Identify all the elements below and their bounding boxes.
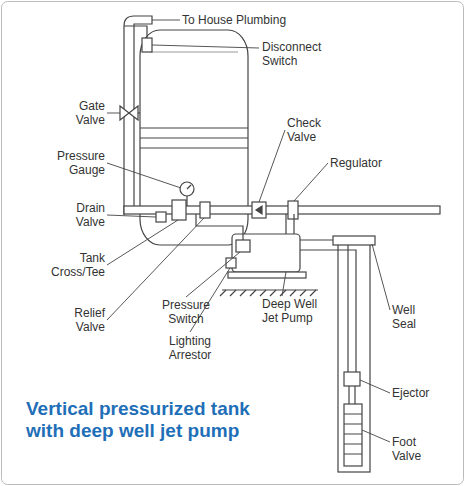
well-casing (338, 240, 370, 472)
leader-line (107, 113, 120, 114)
part-label: Regulator (330, 156, 400, 170)
switch-tube (196, 214, 243, 240)
well-seal (333, 236, 375, 245)
gate-valve (120, 106, 138, 120)
ground-hatch (220, 290, 316, 296)
jet-pump (232, 234, 300, 272)
part-label: Check Valve (287, 116, 332, 144)
gauge-needle (187, 185, 191, 189)
leader-line (152, 20, 180, 21)
part-label: Drain Valve (45, 201, 105, 229)
foot-valve-screen (344, 414, 362, 454)
switch-wire (124, 26, 147, 38)
part-label: Tank Cross/Tee (30, 251, 105, 279)
part-label: Ejector (392, 386, 452, 400)
disconnect-switch (142, 38, 152, 52)
leader-line (107, 215, 156, 217)
leader-line (294, 163, 328, 201)
tank-seam (150, 51, 238, 52)
part-label: Pressure Switch (150, 298, 222, 326)
part-label: Pressure Gauge (40, 149, 105, 177)
gauge-stem (186, 195, 187, 206)
drain-valve (156, 212, 166, 222)
diagram-title: Vertical pressurized tank with deep well… (26, 398, 256, 442)
check-valve (252, 202, 266, 218)
regulator (288, 201, 298, 219)
tank-cross (172, 200, 186, 220)
pump-base (228, 272, 306, 278)
leader-line (282, 272, 286, 296)
leader-line (360, 380, 390, 393)
pressure-gauge (180, 182, 194, 196)
part-label: Foot Valve (392, 435, 434, 463)
leader-line (152, 45, 259, 48)
tank-band (140, 137, 248, 138)
part-label: To House Plumbing (182, 13, 312, 27)
tail-pipe (349, 386, 355, 404)
check-arrow (256, 206, 262, 214)
part-label: Relief Valve (45, 306, 105, 334)
relief-valve (200, 202, 210, 218)
pressure-switch (236, 240, 250, 252)
pump-riser (286, 214, 294, 234)
leader-line (362, 430, 390, 442)
part-label: Gate Valve (50, 99, 105, 127)
leader-line (259, 130, 285, 202)
part-label: Disconnect Switch (262, 40, 332, 68)
foot-valve (344, 404, 362, 466)
tank-band (140, 147, 248, 148)
leader-line (107, 163, 181, 188)
leader-line (372, 244, 390, 310)
part-label: Lighting Arrestor (150, 334, 230, 362)
part-label: Well Seal (392, 303, 434, 331)
tank-band (140, 127, 248, 128)
leader-line (107, 220, 178, 265)
main-pipe (124, 206, 440, 214)
part-label: Deep Well Jet Pump (262, 297, 332, 325)
leader-line (186, 252, 240, 297)
ejector (344, 372, 360, 386)
leader-lines (107, 20, 390, 442)
